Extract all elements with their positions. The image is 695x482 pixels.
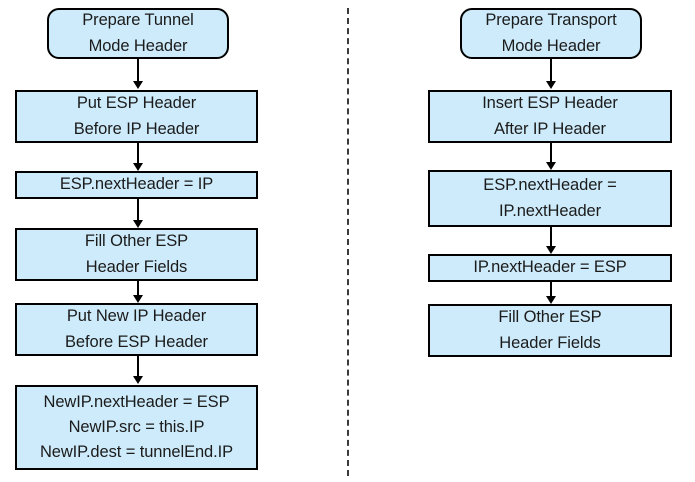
edge-insert-esp-to-esp-nextheader <box>550 143 552 163</box>
arrowhead-icon <box>133 81 143 89</box>
node-transport-esp-nextheader-label: ESP.nextHeader = IP.nextHeader <box>483 176 617 220</box>
node-tunnel-fill-other-esp-label: Fill Other ESP Header Fields <box>84 232 189 276</box>
node-transport-ip-nextheader-label: IP.nextHeader = ESP <box>473 258 627 277</box>
arrowhead-icon <box>546 296 556 304</box>
node-transport-insert-esp-header[interactable]: Insert ESP Header After IP Header <box>428 90 672 143</box>
column-divider <box>347 8 349 476</box>
edge-ip-nextheader-to-fill-other <box>550 282 552 297</box>
arrowhead-icon <box>546 246 556 254</box>
node-transport-fill-other-esp[interactable]: Fill Other ESP Header Fields <box>428 304 672 357</box>
arrowhead-icon <box>133 376 143 384</box>
arrowhead-icon <box>133 295 143 303</box>
node-tunnel-put-new-ip-header[interactable]: Put New IP Header Before ESP Header <box>15 303 258 356</box>
arrowhead-icon <box>133 220 143 228</box>
edge-put-new-ip-to-newip-fields <box>137 356 139 377</box>
edge-esp-nextheader-to-ip-nextheader <box>550 227 552 247</box>
node-transport-insert-esp-header-label: Insert ESP Header After IP Header <box>482 94 618 138</box>
node-transport-fill-other-esp-label: Fill Other ESP Header Fields <box>498 308 602 352</box>
node-transport-ip-nextheader[interactable]: IP.nextHeader = ESP <box>428 254 672 282</box>
node-tunnel-esp-nextheader-label: ESP.nextHeader = IP <box>59 175 214 194</box>
node-tunnel-newip-fields-label: NewIP.nextHeader = ESP NewIP.src = this.… <box>39 392 234 462</box>
node-tunnel-start[interactable]: Prepare Tunnel Mode Header <box>47 8 229 59</box>
node-transport-start-label: Prepare Transport Mode Header <box>485 11 617 55</box>
edge-put-esp-to-esp-nextheader <box>137 143 139 164</box>
node-tunnel-start-label: Prepare Tunnel Mode Header <box>82 11 194 55</box>
node-tunnel-fill-other-esp[interactable]: Fill Other ESP Header Fields <box>15 228 258 281</box>
node-tunnel-esp-nextheader[interactable]: ESP.nextHeader = IP <box>15 171 258 199</box>
arrowhead-icon <box>546 81 556 89</box>
edge-fill-other-to-put-new-ip <box>137 281 139 296</box>
node-tunnel-put-new-ip-header-label: Put New IP Header Before ESP Header <box>65 307 208 351</box>
node-tunnel-put-esp-header-label: Put ESP Header Before IP Header <box>73 94 200 138</box>
arrowhead-icon <box>133 163 143 171</box>
node-transport-start[interactable]: Prepare Transport Mode Header <box>460 8 642 59</box>
edge-tunnel-start-to-put-esp <box>137 59 139 82</box>
node-tunnel-newip-fields[interactable]: NewIP.nextHeader = ESP NewIP.src = this.… <box>15 385 258 470</box>
node-tunnel-put-esp-header[interactable]: Put ESP Header Before IP Header <box>15 90 258 143</box>
edge-transport-start-to-insert-esp <box>550 59 552 82</box>
node-transport-esp-nextheader[interactable]: ESP.nextHeader = IP.nextHeader <box>428 170 672 227</box>
edge-esp-nextheader-to-fill-other <box>137 199 139 221</box>
arrowhead-icon <box>546 162 556 170</box>
